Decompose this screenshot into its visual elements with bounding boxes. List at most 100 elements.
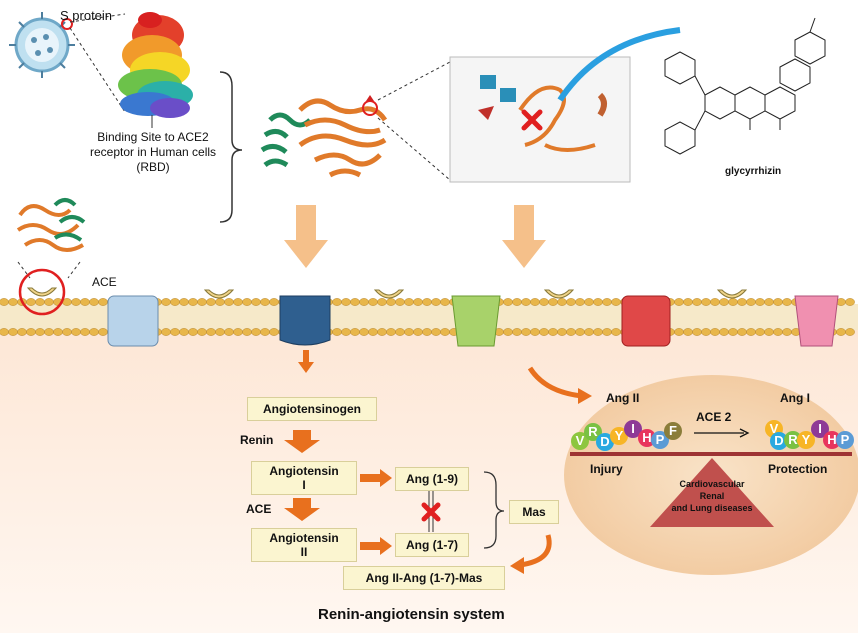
lipid-head xyxy=(350,328,360,336)
lipid-head xyxy=(584,298,594,306)
diseases-label: Cardiovascular Renal and Lung diseases xyxy=(660,478,764,514)
lipid-head xyxy=(413,328,423,336)
lipid-head xyxy=(611,328,621,336)
lipid-head xyxy=(377,328,387,336)
lipid-head xyxy=(512,328,522,336)
lipid-head xyxy=(548,298,558,306)
ang-1-7-box: Ang (1-7) xyxy=(395,533,469,557)
lipid-head xyxy=(197,328,207,336)
lipid-head xyxy=(512,298,522,306)
ace-highlight-circle xyxy=(18,268,66,316)
lipid-head xyxy=(98,328,108,336)
lipid-head xyxy=(179,328,189,336)
lipid-head xyxy=(224,328,234,336)
lipid-head xyxy=(602,298,612,306)
angiotensin-1-line: I xyxy=(302,478,306,492)
lipid-head xyxy=(8,298,18,306)
angiotensin-2-line: Angiotensin xyxy=(269,531,339,545)
down-arrow xyxy=(502,205,546,268)
ang-1-9-box: Ang (1-9) xyxy=(395,467,469,491)
lipid-head xyxy=(710,298,720,306)
ace2-receptors xyxy=(26,287,748,299)
spike-protein-icon xyxy=(118,12,193,118)
zoom-line xyxy=(377,61,451,101)
lipid-head xyxy=(332,298,342,306)
lipid-head xyxy=(332,328,342,336)
lipid-head xyxy=(341,298,351,306)
lipid-head xyxy=(728,298,738,306)
lipid-head xyxy=(170,328,180,336)
ras-arrow-1-9 xyxy=(360,469,392,487)
lipid-head xyxy=(503,328,513,336)
glycyrrhizin-label: glycyrrhizin xyxy=(725,166,782,177)
lipid-head xyxy=(593,298,603,306)
channel-red xyxy=(621,295,671,347)
lipid-head xyxy=(764,298,774,306)
amino-acid-bead: P xyxy=(836,431,854,449)
lipid-head xyxy=(701,298,711,306)
lipid-head xyxy=(359,298,369,306)
ace-top-label: ACE xyxy=(92,275,117,289)
lipid-head xyxy=(737,298,747,306)
lipid-head xyxy=(386,298,396,306)
lipid-head xyxy=(80,328,90,336)
lipid-head xyxy=(683,298,693,306)
lipid-head xyxy=(44,298,54,306)
lipid-head xyxy=(98,298,108,306)
lipid-head xyxy=(0,328,9,336)
lipid-head xyxy=(17,328,27,336)
lipid-head xyxy=(80,298,90,306)
lipid-head xyxy=(251,328,261,336)
lipid-head xyxy=(89,328,99,336)
bracket xyxy=(219,71,243,223)
lipid-head xyxy=(404,298,414,306)
flow-arrow xyxy=(298,350,314,373)
channel-blue-light xyxy=(107,295,159,347)
angiotensin-2-box: Angiotensin II xyxy=(251,528,357,562)
channel-pink xyxy=(794,295,839,347)
ras-arrow-renin xyxy=(284,430,320,453)
lipid-head xyxy=(773,298,783,306)
lipid-head xyxy=(71,328,81,336)
s-protein-label: S protein xyxy=(60,8,113,23)
lipid-head xyxy=(170,298,180,306)
amino-acid-bead: I xyxy=(624,420,642,438)
lipid-head xyxy=(0,298,9,306)
ras-arrow-ace xyxy=(284,498,320,521)
binding-site-line: receptor in Human cells xyxy=(89,145,217,159)
lipid-head xyxy=(674,328,684,336)
lipid-head xyxy=(71,298,81,306)
lipid-head xyxy=(188,298,198,306)
lipid-head xyxy=(395,298,405,306)
lipid-head xyxy=(26,298,36,306)
binding-zoom-box xyxy=(449,27,681,183)
lipid-head xyxy=(539,328,549,336)
lipid-head xyxy=(179,298,189,306)
lipid-head xyxy=(251,298,261,306)
lipid-head xyxy=(602,328,612,336)
ace2-label: ACE 2 xyxy=(696,410,732,424)
lipid-head xyxy=(215,298,225,306)
lipid-head xyxy=(845,328,855,336)
lipid-head xyxy=(674,298,684,306)
lipid-head xyxy=(683,328,693,336)
flow-arrow xyxy=(527,366,583,399)
lipid-head xyxy=(782,328,792,336)
lipid-head xyxy=(566,328,576,336)
lipid-head xyxy=(395,328,405,336)
balance-triangle xyxy=(650,458,774,527)
lipid-head xyxy=(341,328,351,336)
ras-arrow-1-7 xyxy=(360,537,392,555)
lipid-head xyxy=(260,298,270,306)
lipid-head xyxy=(701,328,711,336)
lipid-head xyxy=(521,328,531,336)
lipid-head xyxy=(719,328,729,336)
lipid-head xyxy=(719,298,729,306)
mas-bracket xyxy=(483,471,505,549)
ace-protein-icon xyxy=(16,198,86,252)
ras-title: Renin-angiotensin system xyxy=(318,606,505,623)
lipid-head xyxy=(593,328,603,336)
mas-box: Mas xyxy=(509,500,559,524)
